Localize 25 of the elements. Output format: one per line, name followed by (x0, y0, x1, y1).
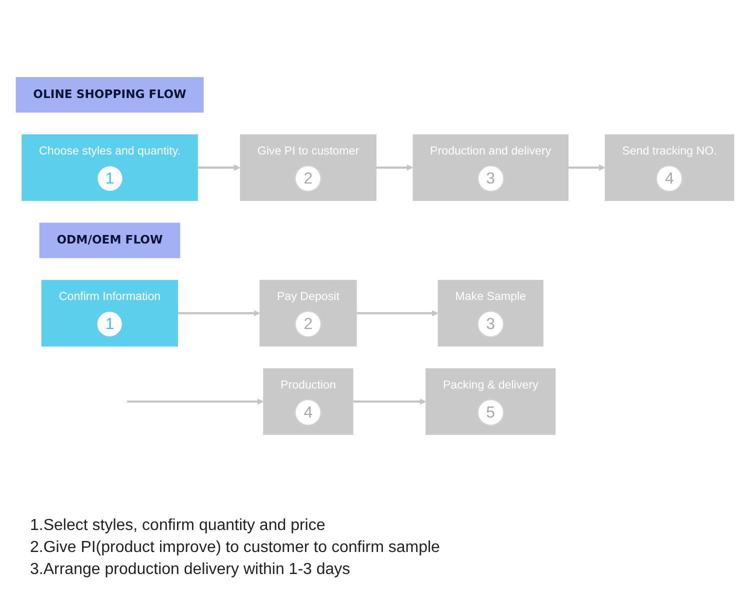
node-box (42, 280, 178, 347)
node-box (426, 368, 556, 435)
note-text: 2.Give PI(product improve) to customer to confirm sample (30, 538, 441, 558)
arrow (568, 164, 606, 171)
node-box (604, 134, 734, 201)
node-box (438, 280, 544, 347)
step-text: Confirm Information (58, 290, 161, 306)
node-box (22, 134, 198, 201)
banner-title: OLINE SHOPPING FLOW (33, 86, 186, 103)
node-box (240, 134, 376, 201)
node-box (260, 280, 357, 347)
note-text: 1.Select styles, confirm quantity and price (30, 516, 326, 536)
node-box (16, 77, 204, 113)
node-box (412, 134, 569, 201)
arrow (178, 310, 260, 316)
node-box (39, 222, 180, 258)
arrow (376, 164, 413, 171)
arrow (353, 398, 426, 405)
arrow (127, 398, 264, 405)
node-box (263, 368, 354, 435)
arrow (198, 164, 240, 171)
arrow (356, 310, 438, 316)
step-text: Choose styles and quantity. (39, 144, 180, 160)
banner-title: ODM/OEM FLOW (56, 232, 163, 249)
note-text: 3.Arrange production delivery within 1-3 days (30, 560, 352, 580)
